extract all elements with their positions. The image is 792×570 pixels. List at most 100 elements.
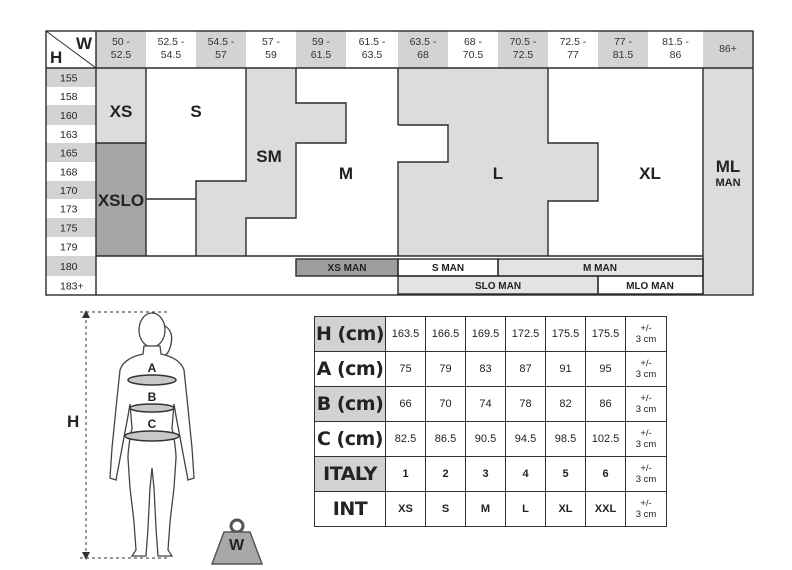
body-figure: A B C xyxy=(80,310,195,560)
table-cell: 66 xyxy=(385,386,426,422)
size-label-xslo: XSLO xyxy=(98,191,144,210)
measure-b-label: B xyxy=(148,390,157,404)
band-xs-man xyxy=(296,259,398,276)
row-label: ITALY xyxy=(314,456,386,492)
weight-header-bg xyxy=(196,31,246,68)
tolerance-sign: +/- xyxy=(640,463,652,474)
weight-header-bg xyxy=(398,31,448,68)
tolerance-value: 3 cm xyxy=(635,334,657,345)
table-cell: 82.5 xyxy=(385,421,426,457)
table-cell: 78 xyxy=(505,386,546,422)
band-label-slo-man: SLO MAN xyxy=(475,281,521,292)
tolerance-sign: +/- xyxy=(640,323,652,334)
weight-header-label: 54.5 - xyxy=(208,36,235,48)
height-row-label: 163 xyxy=(60,129,78,141)
table-cell: 83 xyxy=(465,351,506,387)
table-cell: 175.5 xyxy=(545,316,586,352)
height-row-bg xyxy=(46,218,96,237)
weight-header-label: 63.5 xyxy=(362,49,383,61)
weight-header-label: 77 - xyxy=(614,36,633,48)
weight-header-bg xyxy=(498,31,548,68)
height-row-label: 165 xyxy=(60,148,78,160)
tolerance-value: 3 cm xyxy=(635,509,657,520)
weight-header-label: 52.5 xyxy=(111,49,132,61)
table-cell: 5 xyxy=(545,456,586,492)
weight-header-bg xyxy=(296,31,346,68)
corner-h-label: H xyxy=(50,48,62,67)
weight-header-bg xyxy=(96,31,146,68)
table-cell: 70 xyxy=(425,386,466,422)
weight-header-label: 68 - xyxy=(464,36,483,48)
table-cell: 98.5 xyxy=(545,421,586,457)
weight-header-label: 50 - xyxy=(112,36,131,48)
height-row-label: 158 xyxy=(60,91,78,103)
weight-header-label: 57 - xyxy=(262,36,281,48)
row-label: H (cm) xyxy=(314,316,386,352)
weight-header-label: 70.5 xyxy=(463,49,484,61)
table-cell: 86.5 xyxy=(425,421,466,457)
corner-w-label: W xyxy=(76,34,93,53)
weight-header-label: 86+ xyxy=(719,43,737,55)
tolerance-cell: +/-3 cm xyxy=(625,386,667,422)
height-row-label: 160 xyxy=(60,110,78,122)
weight-header-label: 54.5 xyxy=(161,49,182,61)
weight-label: W xyxy=(229,537,245,554)
table-cell: 3 xyxy=(465,456,506,492)
table-cell: 163.5 xyxy=(385,316,426,352)
table-cell: 82 xyxy=(545,386,586,422)
tolerance-cell: +/-3 cm xyxy=(625,456,667,492)
size-label-sm: SM xyxy=(256,147,282,166)
table-cell: L xyxy=(505,491,546,527)
tolerance-sign: +/- xyxy=(640,498,652,509)
table-cell: 87 xyxy=(505,351,546,387)
table-cell: 6 xyxy=(585,456,626,492)
tolerance-cell: +/-3 cm xyxy=(625,316,667,352)
weight-header-label: 77 xyxy=(567,49,579,61)
weight-header-label: 52.5 - xyxy=(158,36,185,48)
table-cell: 175.5 xyxy=(585,316,626,352)
tolerance-sign: +/- xyxy=(640,358,652,369)
band-mlo-man xyxy=(598,276,703,294)
band-m-man xyxy=(498,259,703,276)
table-cell: 74 xyxy=(465,386,506,422)
row-label: B (cm) xyxy=(314,386,386,422)
table-cell: 91 xyxy=(545,351,586,387)
row-label: INT xyxy=(314,491,386,527)
table-cell: 94.5 xyxy=(505,421,546,457)
weight-header-label: 57 xyxy=(215,49,227,61)
row-label: C (cm) xyxy=(314,421,386,457)
height-row-label: 173 xyxy=(60,204,78,216)
table-cell: 1 xyxy=(385,456,426,492)
zone-xs xyxy=(96,68,146,143)
zone-sm xyxy=(196,68,346,256)
table-cell: M xyxy=(465,491,506,527)
height-row-bg xyxy=(46,256,96,276)
zone-ml-man xyxy=(703,68,753,295)
table-cell: 102.5 xyxy=(585,421,626,457)
size-label-ml-man: MAN xyxy=(715,177,740,189)
weight-header-label: 81.5 - xyxy=(662,36,689,48)
weight-header-label: 59 - xyxy=(312,36,331,48)
weight-header-label: 72.5 xyxy=(513,49,534,61)
band-label-s-man: S MAN xyxy=(432,263,464,274)
table-cell: 2 xyxy=(425,456,466,492)
weight-header-label: 59 xyxy=(265,49,277,61)
table-cell: 86 xyxy=(585,386,626,422)
tolerance-cell: +/-3 cm xyxy=(625,421,667,457)
tolerance-sign: +/- xyxy=(640,428,652,439)
tolerance-value: 3 cm xyxy=(635,474,657,485)
tolerance-cell: +/-3 cm xyxy=(625,491,667,527)
height-row-bg xyxy=(46,181,96,199)
height-row-label: 170 xyxy=(60,185,78,197)
size-label-xl: XL xyxy=(639,164,661,183)
table-cell: XXL xyxy=(585,491,626,527)
tolerance-value: 3 cm xyxy=(635,439,657,450)
size-label-m: M xyxy=(339,164,353,183)
table-cell: 79 xyxy=(425,351,466,387)
zone-xslo xyxy=(96,143,146,256)
row-label: A (cm) xyxy=(314,351,386,387)
